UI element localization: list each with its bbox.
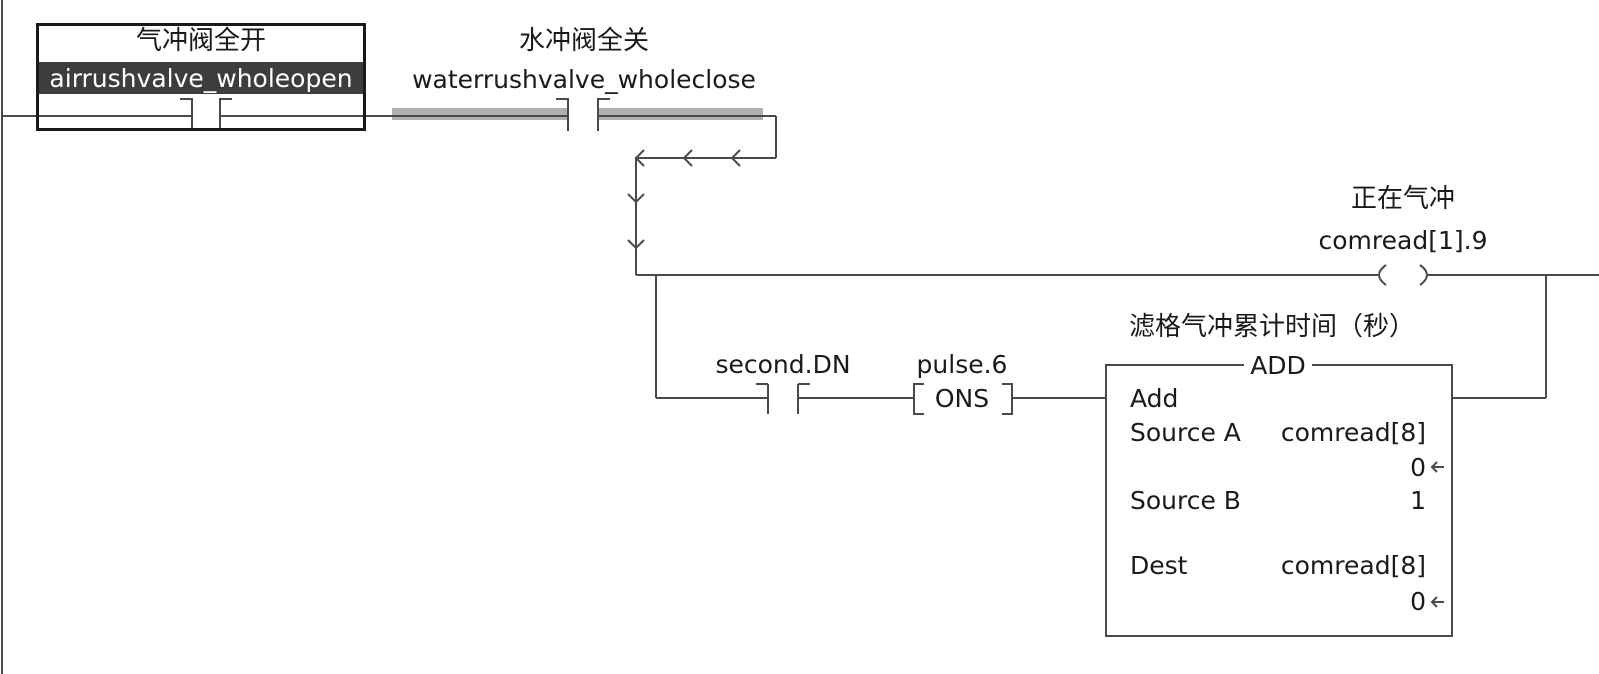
selected-contact-frame[interactable]	[36, 23, 366, 131]
source-b-value[interactable]: 1	[1410, 486, 1426, 515]
contact-watervalve-tag[interactable]: waterrushvalve_wholeclose	[412, 65, 756, 94]
add-block-box[interactable]	[1105, 364, 1453, 637]
branch-wiring	[655, 275, 1547, 415]
source-b-label: Source B	[1130, 486, 1241, 515]
dest-value: 0	[1410, 587, 1426, 616]
contact-watervalve-description: 水冲阀全关	[518, 26, 650, 56]
contact-second-tag[interactable]: second.DN	[715, 350, 851, 379]
ons-tag[interactable]: pulse.6	[916, 350, 1008, 379]
source-a-tag[interactable]: comread[8]	[1280, 418, 1426, 447]
contact-airvalve-description: 气冲阀全开	[135, 26, 267, 56]
source-a-value: 0	[1410, 453, 1426, 482]
coil-tag[interactable]: comread[1].9	[1318, 226, 1488, 255]
contact-airvalve-symbol[interactable]	[180, 98, 232, 131]
ons-label: ONS	[934, 384, 990, 413]
wrap-connector	[627, 116, 777, 275]
source-a-label: Source A	[1130, 418, 1241, 447]
dest-label: Dest	[1130, 551, 1188, 580]
power-flow-highlight	[392, 108, 763, 120]
selected-contact-tag[interactable]: airrushvalve_wholeopen	[39, 62, 363, 94]
coil-description: 正在气冲	[1350, 184, 1456, 214]
add-block-title: ADD	[1250, 351, 1306, 380]
add-block-description: 滤格气冲累计时间（秒）	[1128, 312, 1416, 342]
dest-tag[interactable]: comread[8]	[1280, 551, 1426, 580]
contact-watervalve-symbol[interactable]	[556, 98, 610, 131]
value-arrow-icon	[1430, 461, 1444, 473]
coil-symbol[interactable]	[1378, 264, 1428, 286]
value-arrow-icon	[1430, 596, 1444, 608]
add-block-instruction-name: Add	[1130, 384, 1179, 413]
